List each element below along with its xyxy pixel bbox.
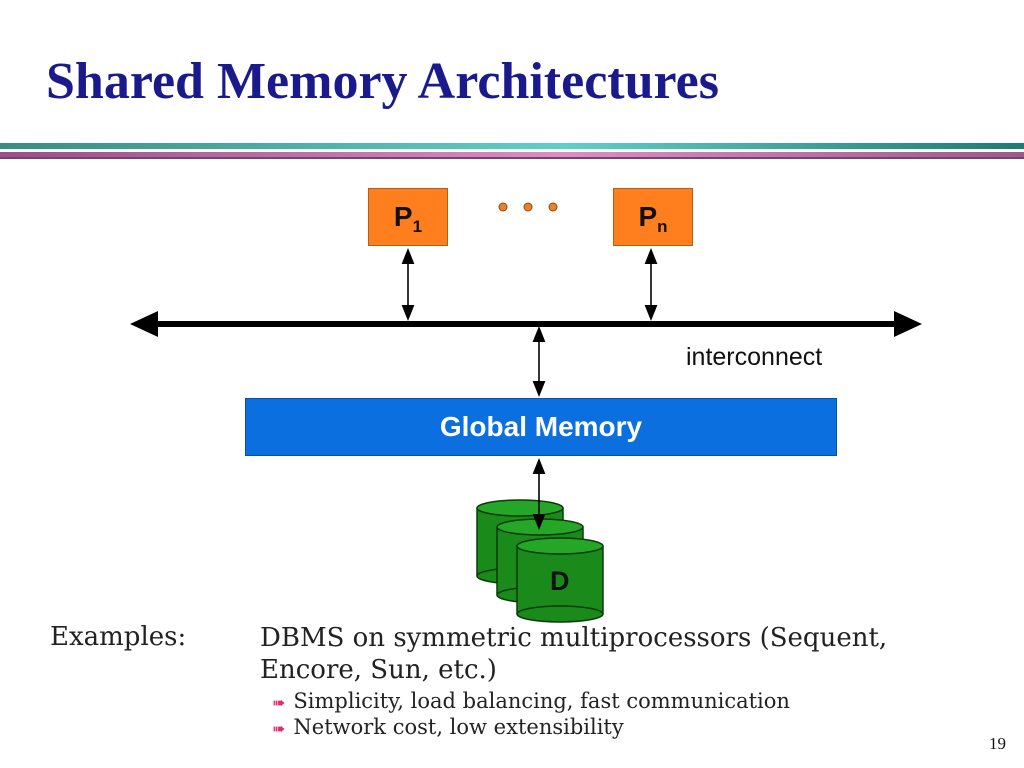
interconnect-label: interconnect	[686, 343, 823, 371]
processor-pn-letter: P	[638, 201, 658, 232]
processor-pn-subscript: n	[657, 217, 668, 236]
global-memory-box: Global Memory	[245, 398, 837, 456]
title-divider-gap	[0, 149, 1024, 152]
disk-label: D	[550, 566, 570, 596]
disk-front	[516, 537, 604, 623]
bullet-item: ➠ Network cost, low extensibility	[272, 714, 624, 742]
title-divider-line	[0, 157, 1024, 159]
bullet-arrow-icon: ➠	[272, 719, 286, 738]
title-divider-teal	[0, 143, 1024, 149]
slide-title: Shared Memory Architectures	[46, 53, 719, 110]
page-number: 19	[989, 734, 1006, 753]
processor-p1-box: P1	[368, 188, 448, 246]
title-divider-pink	[0, 152, 1024, 157]
processor-p1-subscript: 1	[412, 217, 423, 236]
bullet-item: ➠ Simplicity, load balancing, fast commun…	[272, 688, 790, 716]
bullet-arrow-icon: ➠	[272, 693, 286, 712]
ellipsis-dot	[548, 202, 558, 212]
bullet-text: Simplicity, load balancing, fast communi…	[293, 689, 790, 713]
bus-left-arrowhead	[130, 311, 158, 337]
ellipsis-dot	[523, 202, 533, 212]
bullet-text: Network cost, low extensibility	[293, 715, 624, 739]
bus-right-arrowhead	[894, 311, 922, 337]
processor-p1-letter: P	[393, 201, 413, 232]
ellipsis-dot	[498, 202, 508, 212]
examples-label: Examples:	[50, 622, 187, 652]
disk-stack-icon	[476, 499, 604, 623]
processor-pn-box: Pn	[613, 188, 693, 246]
examples-text: DBMS on symmetric multiprocessors (Seque…	[260, 623, 888, 685]
